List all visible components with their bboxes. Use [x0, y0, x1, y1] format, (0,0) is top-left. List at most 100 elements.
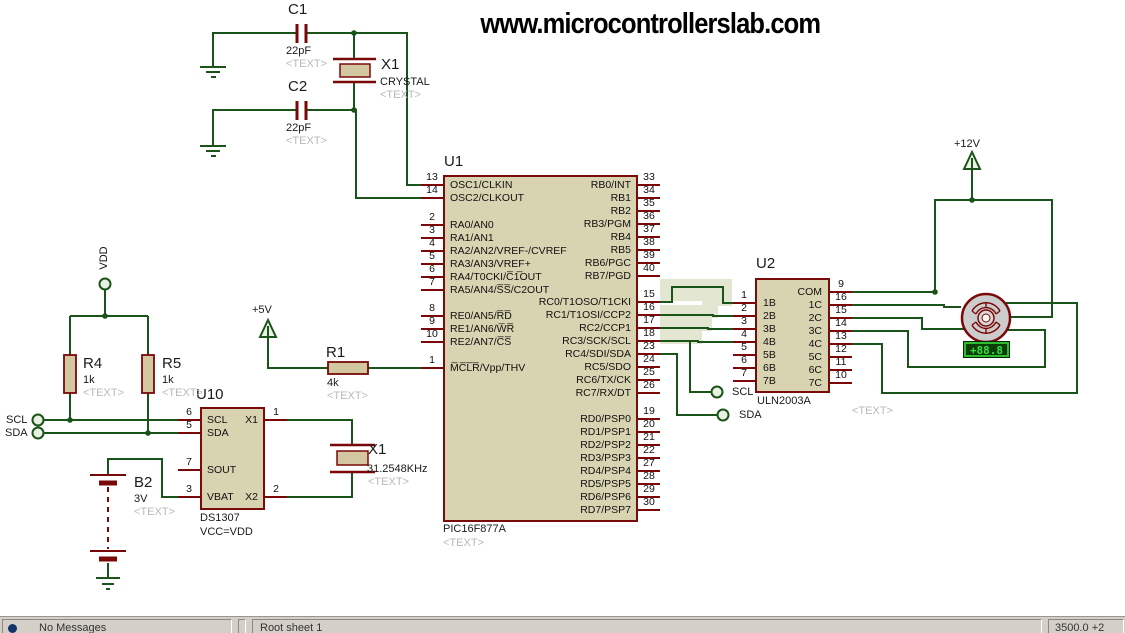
- u10-pin-2-stub[interactable]: [265, 496, 287, 498]
- u2-pin-1-number: 1: [741, 289, 747, 301]
- u2-pin-5-stub[interactable]: [733, 354, 755, 356]
- u2-pin-2-stub[interactable]: [733, 315, 755, 317]
- u1-pin-29-stub[interactable]: [638, 496, 660, 498]
- u2-pin-14-stub[interactable]: [830, 330, 852, 332]
- u1-pin-7-stub[interactable]: [421, 289, 443, 291]
- u1-pin-16-stub[interactable]: [638, 314, 660, 316]
- u1-pin-36-stub[interactable]: [638, 223, 660, 225]
- u2-pin-15-stub[interactable]: [830, 317, 852, 319]
- u1-pin-3-name: RA1/AN1: [450, 232, 494, 244]
- u2-pin-10-name: 7C: [808, 377, 822, 389]
- c1-val: 22pF: [286, 45, 312, 57]
- u1-pin-18-stub[interactable]: [638, 340, 660, 342]
- u1-pin-17-stub[interactable]: [638, 327, 660, 329]
- u1-pin-23-stub[interactable]: [638, 353, 660, 355]
- u1-pin-10-stub[interactable]: [421, 341, 443, 343]
- u2-pin-12-stub[interactable]: [830, 356, 852, 358]
- u1-pin-38-number: 38: [643, 236, 655, 248]
- u10-pin-6-stub[interactable]: [178, 419, 200, 421]
- u1-pin-34-name: RB1: [610, 192, 631, 204]
- u1-pin-27-stub[interactable]: [638, 470, 660, 472]
- u1-pin-13-stub[interactable]: [421, 184, 443, 186]
- u1-pin-21-number: 21: [643, 431, 655, 443]
- u10-pin-5-stub[interactable]: [178, 432, 200, 434]
- u1-pin-14-stub[interactable]: [421, 197, 443, 199]
- battery-symbol[interactable]: [90, 474, 126, 562]
- wires[interactable]: [44, 32, 1078, 578]
- u1-pin-3-number: 3: [429, 224, 435, 236]
- crystal-rtc-symbol[interactable]: [330, 443, 375, 474]
- x1-rtc-val: 31.2548KHz: [367, 463, 428, 475]
- u1-pin-8-stub[interactable]: [421, 315, 443, 317]
- u1-pin-30-stub[interactable]: [638, 509, 660, 511]
- u1-pin-16-number: 16: [643, 301, 655, 313]
- u1-pin-20-name: RD1/PSP1: [580, 426, 631, 438]
- u2-pin-7-stub[interactable]: [733, 380, 755, 382]
- u1-pin-2-stub[interactable]: [421, 224, 443, 226]
- power-arrow-12v[interactable]: [962, 149, 982, 170]
- u1-pin-33-stub[interactable]: [638, 184, 660, 186]
- u10-pin-7-stub[interactable]: [178, 469, 200, 471]
- u1-pin-4-number: 4: [429, 237, 435, 249]
- u10-pin-1-stub[interactable]: [265, 419, 287, 421]
- power-arrow-5v[interactable]: [258, 317, 278, 338]
- u2-pin-11-stub[interactable]: [830, 369, 852, 371]
- u2-pin-16-name: 1C: [808, 299, 822, 311]
- u1-pin-26-stub[interactable]: [638, 392, 660, 394]
- u10-pin-7-number: 7: [186, 456, 192, 468]
- u1-pin-10-number: 10: [426, 328, 438, 340]
- u1-pin-15-stub[interactable]: [638, 301, 660, 303]
- stepper-motor[interactable]: [960, 292, 1012, 344]
- u1-pin-29-number: 29: [643, 483, 655, 495]
- resistor-symbols[interactable]: [63, 354, 369, 394]
- u1-pin-40-stub[interactable]: [638, 275, 660, 277]
- u1-pin-25-stub[interactable]: [638, 379, 660, 381]
- crystal-osc-symbol[interactable]: [333, 57, 376, 84]
- message-indicator-icon: [8, 624, 17, 633]
- u2-pin-4-stub[interactable]: [733, 341, 755, 343]
- u1-pin-9-stub[interactable]: [421, 328, 443, 330]
- u1-pin-20-stub[interactable]: [638, 431, 660, 433]
- u1-pin-39-stub[interactable]: [638, 262, 660, 264]
- u1-pin-1-stub[interactable]: [421, 367, 443, 369]
- chip-pic16f877a[interactable]: [443, 175, 638, 522]
- u1-pin-37-stub[interactable]: [638, 236, 660, 238]
- u2-pin-1-stub[interactable]: [733, 302, 755, 304]
- capacitor-symbols[interactable]: [295, 24, 308, 120]
- u1-pin-35-stub[interactable]: [638, 210, 660, 212]
- u1-pin-38-stub[interactable]: [638, 249, 660, 251]
- u10-pin-5-name: SDA: [207, 427, 229, 439]
- u1-pin-28-stub[interactable]: [638, 483, 660, 485]
- u2-pin-6-stub[interactable]: [733, 367, 755, 369]
- u1-pin-27-number: 27: [643, 457, 655, 469]
- u1-pin-37-name: RB4: [610, 231, 631, 243]
- u1-pin-6-stub[interactable]: [421, 276, 443, 278]
- u1-pin-19-stub[interactable]: [638, 418, 660, 420]
- net-terminals[interactable]: [31, 277, 730, 440]
- u1-pin-24-stub[interactable]: [638, 366, 660, 368]
- u2-pin-16-stub[interactable]: [830, 304, 852, 306]
- u1-pin-34-stub[interactable]: [638, 197, 660, 199]
- u1-pin-14-name: OSC2/CLKOUT: [450, 192, 525, 204]
- u1-pin-5-stub[interactable]: [421, 263, 443, 265]
- u10-pin-3-stub[interactable]: [178, 496, 200, 498]
- u1-pin-25-name: RC6/TX/CK: [576, 374, 631, 386]
- u2-pin-13-stub[interactable]: [830, 343, 852, 345]
- u2-pin-10-stub[interactable]: [830, 382, 852, 384]
- chip-ds1307[interactable]: [200, 407, 265, 510]
- u1-pin-4-stub[interactable]: [421, 250, 443, 252]
- u10-pin-2-number: 2: [273, 483, 279, 495]
- b2-val: 3V: [134, 493, 148, 505]
- u2-pin-9-stub[interactable]: [830, 291, 852, 293]
- u1-pin-21-stub[interactable]: [638, 444, 660, 446]
- chip-uln2003a[interactable]: [755, 278, 830, 393]
- r1-ref: R1: [326, 344, 346, 361]
- u1-pin-3-stub[interactable]: [421, 237, 443, 239]
- u1-pin-6-number: 6: [429, 263, 435, 275]
- u1-pin-36-name: RB3/PGM: [583, 218, 631, 230]
- u1-pin-30-name: RD7/PSP7: [580, 504, 631, 516]
- u1-pin-22-stub[interactable]: [638, 457, 660, 459]
- u1-pin-24-number: 24: [643, 353, 655, 365]
- u1-pin-22-name: RD3/PSP3: [580, 452, 631, 464]
- u2-pin-3-stub[interactable]: [733, 328, 755, 330]
